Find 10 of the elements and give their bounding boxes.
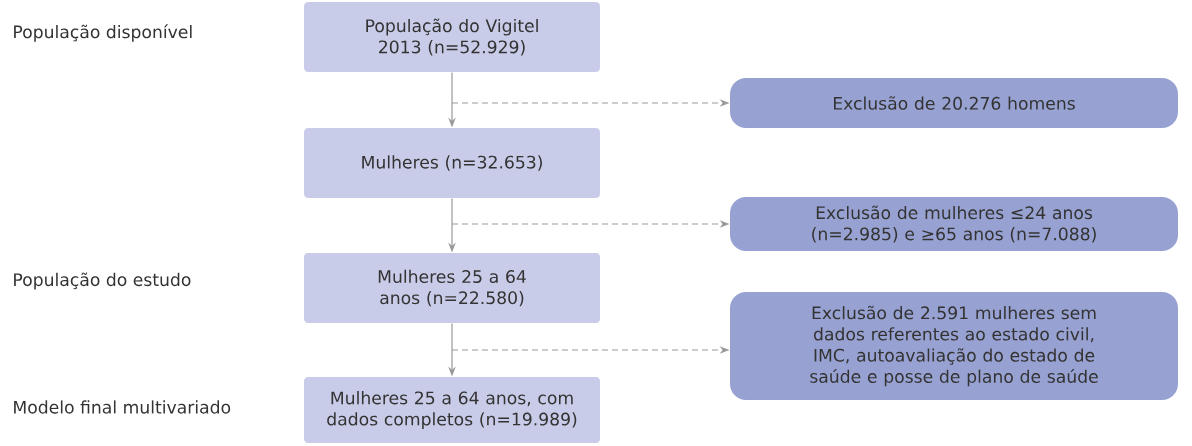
exclusion-box: Exclusão de mulheres ≤24 anos (n=2.985) e ≥65 anos (n=7.088)	[730, 197, 1178, 251]
row-label: População do estudo	[14, 272, 191, 290]
process-box: Mulheres (n=32.653)	[304, 128, 600, 198]
process-box: Mulheres 25 a 64 anos, com dados completos (n=19.989)	[304, 377, 600, 443]
process-box: População do Vigitel 2013 (n=52.929)	[304, 2, 600, 72]
exclusion-box: Exclusão de 20.276 homens	[730, 78, 1178, 128]
row-label: Modelo final multivariado	[14, 400, 231, 414]
process-box: Mulheres 25 a 64 anos (n=22.580)	[304, 253, 600, 323]
exclusion-box: Exclusão de 2.591 mulheres sem dados referentes ao estado civil, IMC, autoavaliação do estado de saúde e posse de plano de saúde	[730, 292, 1178, 400]
row-label: População disponível	[14, 24, 192, 42]
